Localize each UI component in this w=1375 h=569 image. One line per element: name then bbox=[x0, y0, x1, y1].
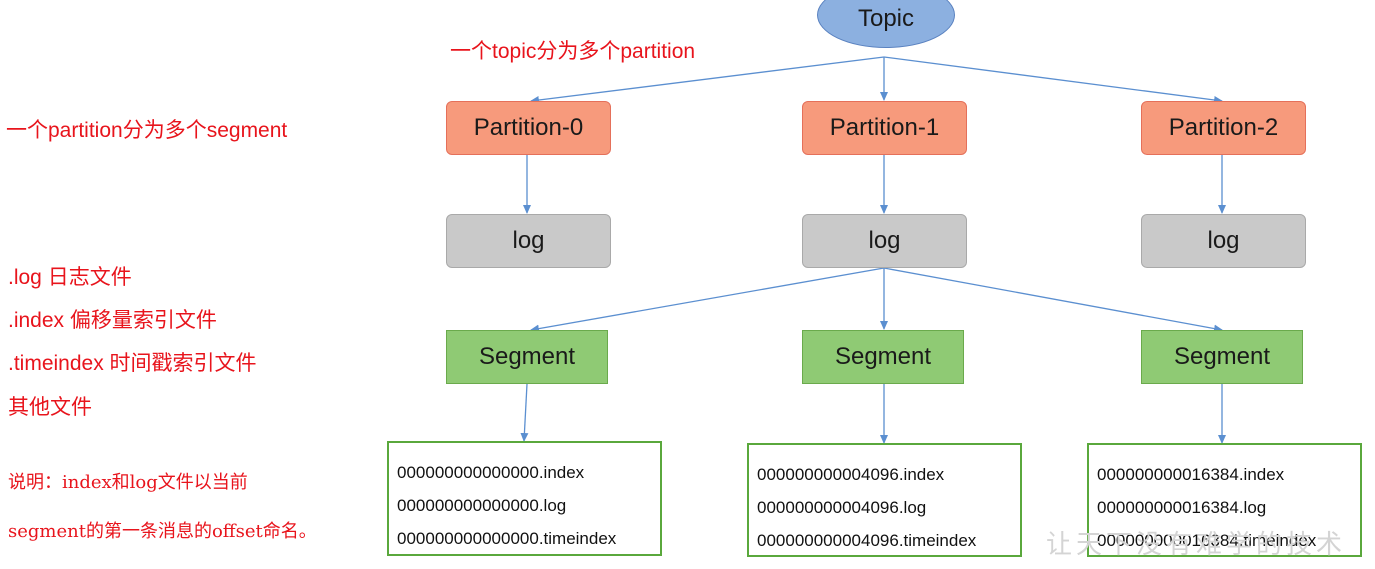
partition-1-label: Partition-1 bbox=[829, 114, 940, 141]
naming-note-line-2: segment的第一条消息的offset命名。 bbox=[8, 521, 317, 542]
segment-0-box: Segment bbox=[446, 330, 608, 384]
partition-2-box: Partition-2 bbox=[1141, 101, 1306, 155]
segment-0-timeindex-file: 000000000000000.timeindex bbox=[397, 529, 617, 548]
segment-0-log-file: 000000000000000.log bbox=[397, 496, 567, 515]
arrow-topic-partition-0 bbox=[530, 56, 885, 104]
segment-1-log-file: 000000000004096.log bbox=[757, 498, 927, 517]
partition-0-log-box: log bbox=[446, 214, 611, 268]
arrow-log-segment-0 bbox=[530, 267, 885, 333]
partition-1-log-box: log bbox=[802, 214, 967, 268]
segment-2-timeindex-file: 000000000016384.timeindex bbox=[1097, 531, 1317, 550]
arrow-topic-partition-2 bbox=[883, 56, 1223, 104]
segment-0-label: Segment bbox=[478, 343, 576, 370]
partition-0-log-label: log bbox=[512, 227, 545, 254]
segment-2-index-file: 000000000016384.index bbox=[1097, 465, 1285, 484]
partition-1-box: Partition-1 bbox=[802, 101, 967, 155]
arrow-segment-0-files bbox=[520, 383, 529, 442]
segment-2-log-file: 000000000016384.log bbox=[1097, 498, 1267, 517]
partition-2-log-box: log bbox=[1141, 214, 1306, 268]
segment-0-files: 000000000000000.index 000000000000000.lo… bbox=[387, 441, 662, 556]
partition-1-log-label: log bbox=[868, 227, 901, 254]
segment-1-timeindex-file: 000000000004096.timeindex bbox=[757, 531, 977, 550]
topic-label: Topic bbox=[857, 5, 915, 32]
file-type-other: 其他文件 bbox=[8, 396, 92, 419]
partition-2-label: Partition-2 bbox=[1168, 114, 1279, 141]
file-type-log: .log 日志文件 bbox=[8, 266, 132, 289]
segment-1-label: Segment bbox=[834, 343, 932, 370]
segment-1-index-file: 000000000004096.index bbox=[757, 465, 945, 484]
partition-split-annotation: 一个partition分为多个segment bbox=[6, 119, 288, 142]
segment-2-box: Segment bbox=[1141, 330, 1303, 384]
segment-2-files: 000000000016384.index 000000000016384.lo… bbox=[1087, 443, 1362, 557]
arrow-log-segment-2 bbox=[883, 267, 1223, 333]
naming-note-line-1: 说明：index和log文件以当前 bbox=[8, 472, 248, 493]
segment-1-files: 000000000004096.index 000000000004096.lo… bbox=[747, 443, 1022, 557]
file-type-index: .index 偏移量索引文件 bbox=[8, 309, 217, 332]
watermark-text: 让天下没有难学的技术 bbox=[1046, 530, 1347, 560]
partition-0-box: Partition-0 bbox=[446, 101, 611, 155]
partition-2-log-label: log bbox=[1207, 227, 1240, 254]
partition-0-label: Partition-0 bbox=[473, 114, 584, 141]
segment-0-index-file: 000000000000000.index bbox=[397, 463, 585, 482]
segment-1-box: Segment bbox=[802, 330, 964, 384]
file-type-timeindex: .timeindex 时间戳索引文件 bbox=[8, 352, 257, 375]
topic-split-annotation: 一个topic分为多个partition bbox=[450, 40, 696, 63]
segment-2-label: Segment bbox=[1173, 343, 1271, 370]
